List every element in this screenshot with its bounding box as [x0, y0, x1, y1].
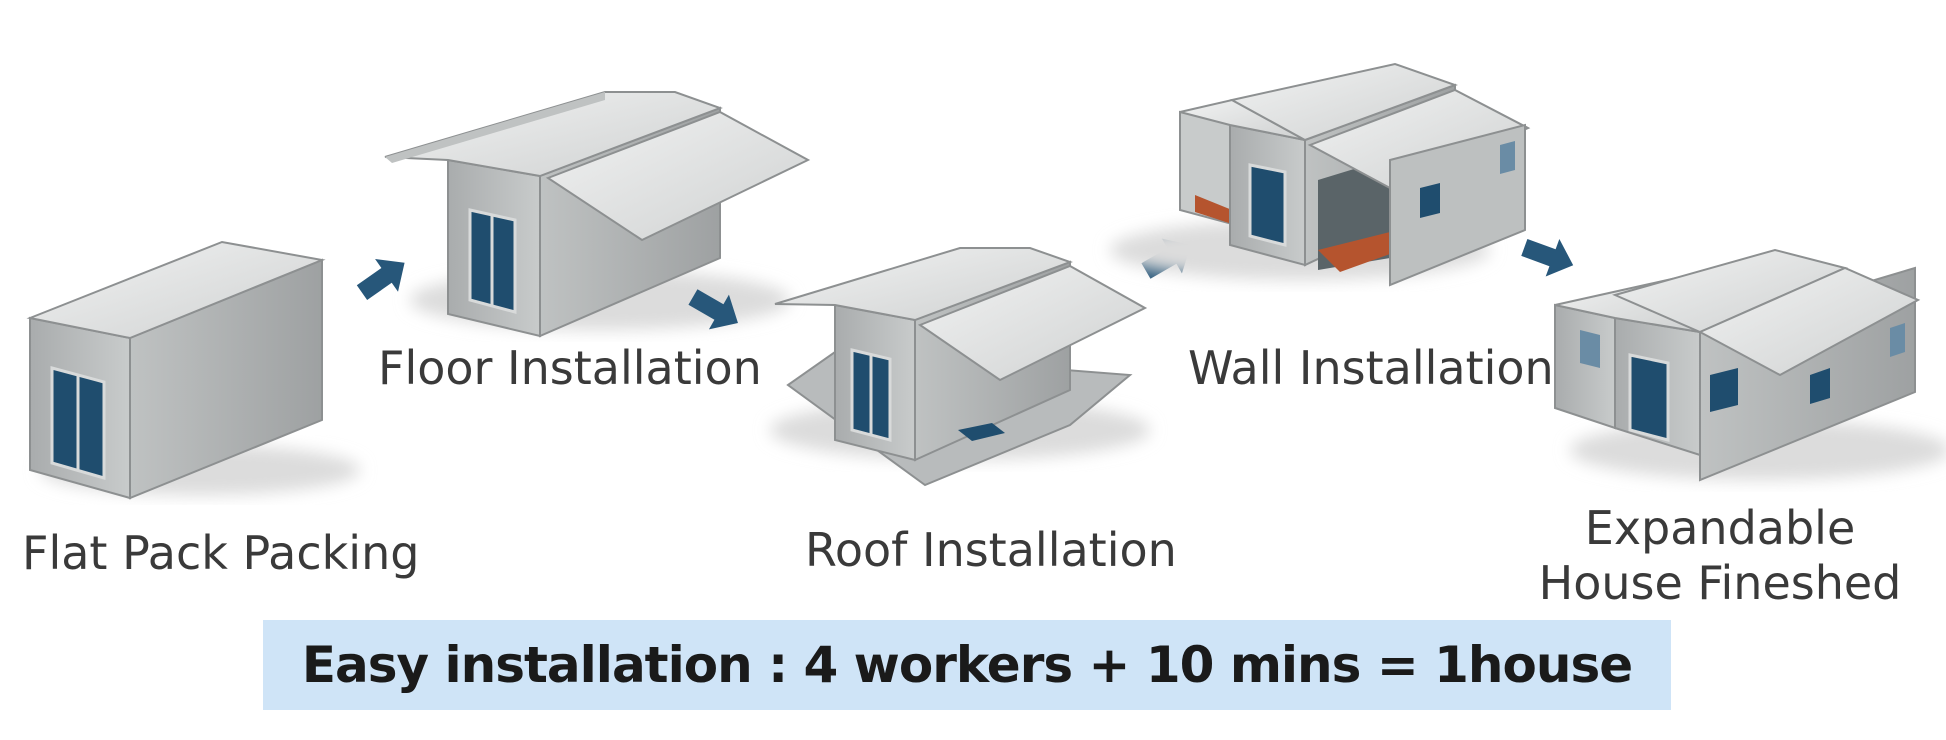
step-label-wall: Wall Installation: [1188, 341, 1554, 395]
arrow-1: [356, 259, 405, 300]
step-label-flat-pack: Flat Pack Packing: [22, 526, 420, 580]
step-label-floor: Floor Installation: [378, 341, 762, 395]
floor-installation-illustration: [384, 91, 811, 338]
roof-installation-illustration: [770, 247, 1150, 487]
finished-house-illustration: [1554, 248, 1946, 482]
step-label-roof: Roof Installation: [805, 523, 1177, 577]
flat-pack-container-illustration: [26, 240, 360, 500]
banner-text: Easy installation : 4 workers + 10 mins …: [301, 636, 1633, 694]
arrow-4: [1521, 238, 1574, 277]
installation-summary-banner: Easy installation : 4 workers + 10 mins …: [263, 620, 1671, 710]
arrow-2: [688, 289, 738, 330]
step-label-finished-line1: Expandable: [1584, 501, 1856, 555]
wall-installation-illustration: [1110, 62, 1531, 287]
step-label-finished-line2: House Fineshed: [1538, 556, 1902, 610]
